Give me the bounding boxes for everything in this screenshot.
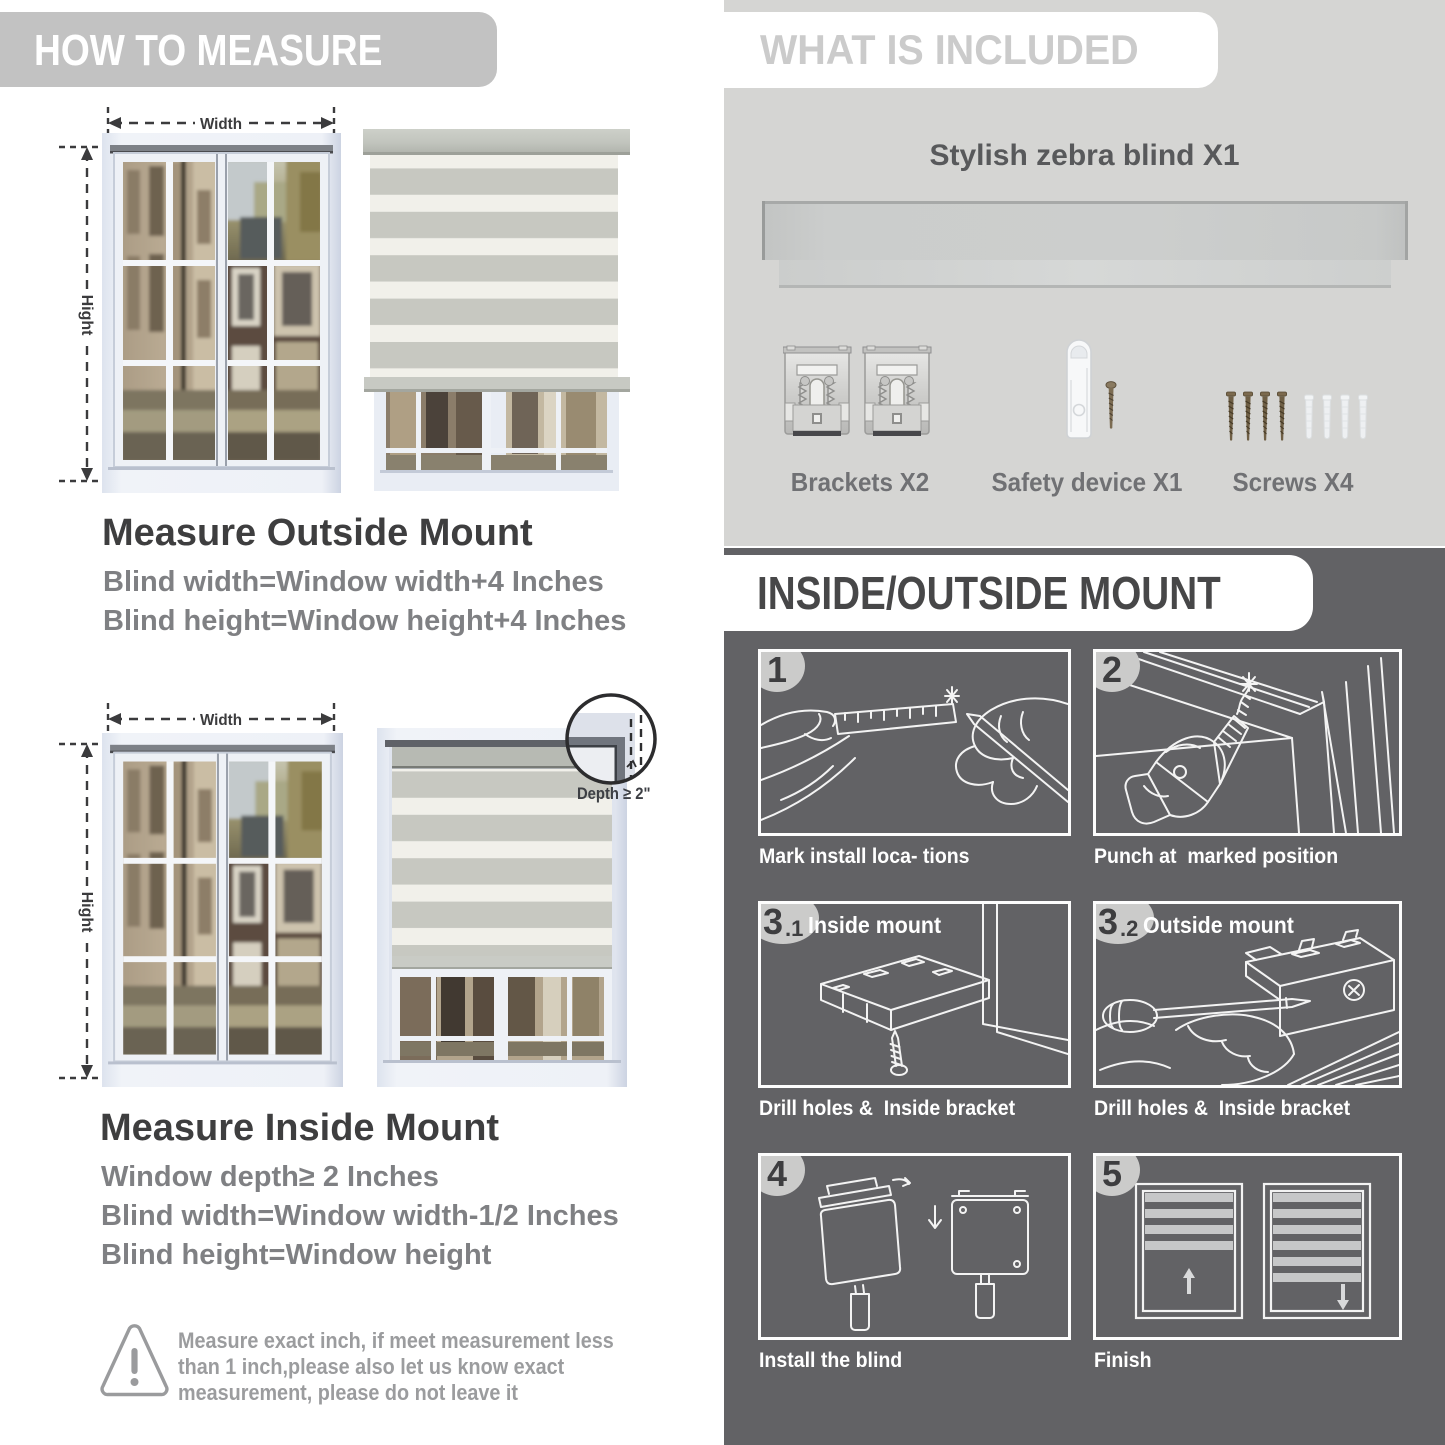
svg-text:.1: .1: [785, 916, 803, 941]
svg-text:2: 2: [1102, 652, 1122, 690]
svg-text:1: 1: [767, 652, 787, 690]
svg-text:5: 5: [1102, 1156, 1122, 1194]
svg-text:3: 3: [1098, 904, 1118, 942]
svg-text:3: 3: [763, 904, 783, 942]
svg-text:Width: Width: [200, 116, 242, 133]
svg-text:.2: .2: [1120, 916, 1138, 941]
svg-text:Width: Width: [200, 712, 242, 729]
svg-text:Hight: Hight: [78, 295, 95, 337]
svg-text:Hight: Hight: [78, 892, 95, 934]
svg-text:4: 4: [767, 1156, 787, 1194]
